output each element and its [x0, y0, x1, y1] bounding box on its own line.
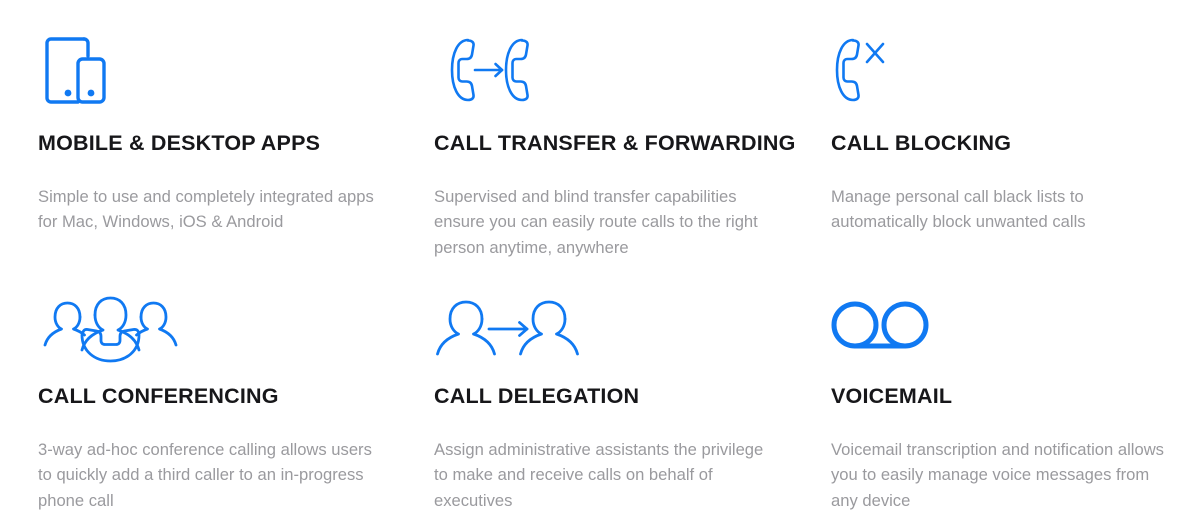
feature-title: CALL TRANSFER & FORWARDING	[434, 131, 796, 155]
feature-card-voicemail: VOICEMAIL Voicemail transcription and no…	[793, 285, 1188, 522]
feature-card-call-delegation: CALL DELEGATION Assign administrative as…	[396, 285, 793, 522]
voicemail-two-circles-icon	[831, 295, 1176, 363]
feature-title: CALL BLOCKING	[831, 131, 1012, 155]
feature-card-call-conferencing: CALL CONFERENCING 3-way ad-hoc conferenc…	[0, 285, 396, 522]
mobile-desktop-devices-icon	[38, 30, 384, 110]
feature-description: Manage personal call black lists to auto…	[831, 186, 1086, 232]
call-delegation-two-people-arrow-icon	[434, 295, 781, 363]
call-transfer-handsets-arrow-icon	[434, 30, 781, 110]
feature-title: MOBILE & DESKTOP APPS	[38, 131, 321, 155]
feature-description: Voicemail transcription and notification…	[831, 439, 1164, 510]
feature-description: Assign administrative assistants the pri…	[434, 439, 764, 510]
feature-card-call-transfer-forwarding: CALL TRANSFER & FORWARDING Supervised an…	[396, 0, 796, 285]
feature-description: 3-way ad-hoc conference calling allows u…	[38, 439, 372, 510]
feature-card-call-blocking: CALL BLOCKING Manage personal call black…	[793, 0, 1188, 285]
feature-title: VOICEMAIL	[831, 384, 953, 408]
feature-title: CALL DELEGATION	[434, 384, 640, 408]
feature-description: Simple to use and completely integrated …	[38, 186, 374, 232]
feature-description: Supervised and blind transfer capabiliti…	[434, 186, 758, 257]
feature-card-mobile-desktop-apps: MOBILE & DESKTOP APPS Simple to use and …	[0, 0, 396, 285]
call-conferencing-three-people-handset-icon	[38, 295, 384, 363]
call-blocking-handset-x-icon	[831, 30, 1176, 110]
feature-title: CALL CONFERENCING	[38, 384, 279, 408]
